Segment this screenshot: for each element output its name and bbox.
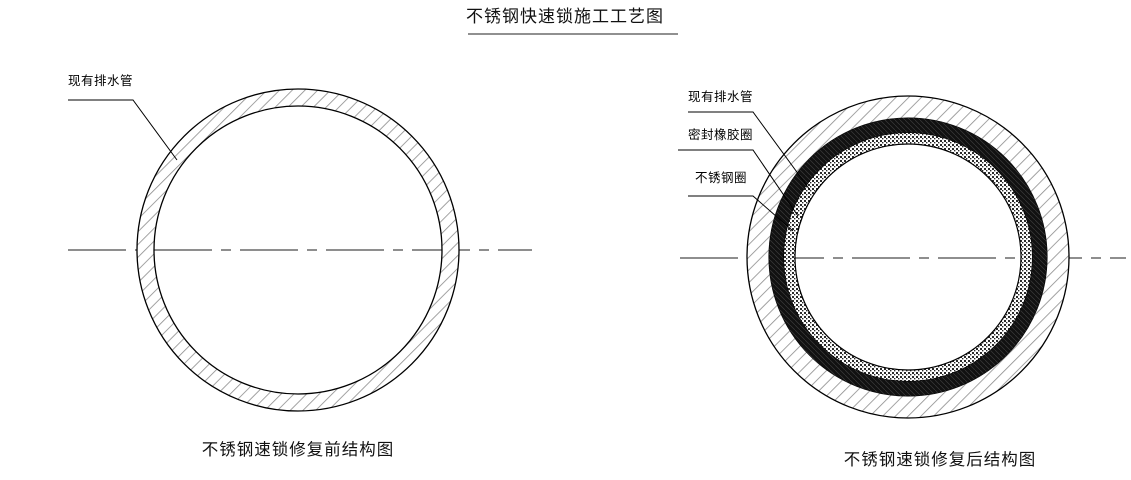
label-existing-pipe-left-text: 现有排水管: [68, 73, 133, 88]
page-title: 不锈钢快速锁施工工艺图: [466, 7, 664, 27]
label-existing-pipe-right-text: 现有排水管: [688, 89, 753, 104]
stainless-steel-ring-fill: [740, 89, 1080, 429]
label-stainless-steel-ring: 不锈钢圈: [688, 170, 794, 232]
drawing-title-group: 不锈钢快速锁施工工艺图: [466, 7, 678, 35]
pipe-inner-circle-left: [153, 105, 443, 395]
pipe-wall-hatch-left: [130, 82, 470, 422]
steel-ring-inner-circle: [794, 143, 1022, 371]
label-existing-pipe-right: 现有排水管: [688, 89, 811, 191]
label-existing-pipe-left: 现有排水管: [68, 73, 178, 161]
pipe-outer-circle-left: [136, 88, 460, 412]
leader-existing-pipe-left: [68, 99, 178, 161]
label-sealing-rubber-ring-text: 密封橡胶圈: [688, 127, 753, 142]
label-sealing-rubber-ring: 密封橡胶圈: [678, 127, 799, 217]
leader-stainless-steel-ring: [688, 195, 794, 232]
diagram-after-repair: 现有排水管 密封橡胶圈 不锈钢圈 不锈钢速锁修复后结构图: [678, 89, 1126, 469]
label-stainless-steel-ring-text: 不锈钢圈: [695, 170, 747, 185]
leader-existing-pipe-right: [688, 111, 811, 191]
diagram-before-repair: 现有排水管 不锈钢速锁修复前结构图: [68, 73, 532, 459]
leader-sealing-rubber-ring: [678, 149, 799, 217]
caption-after-repair: 不锈钢速锁修复后结构图: [844, 450, 1037, 469]
caption-before-repair: 不锈钢速锁修复前结构图: [202, 440, 395, 459]
